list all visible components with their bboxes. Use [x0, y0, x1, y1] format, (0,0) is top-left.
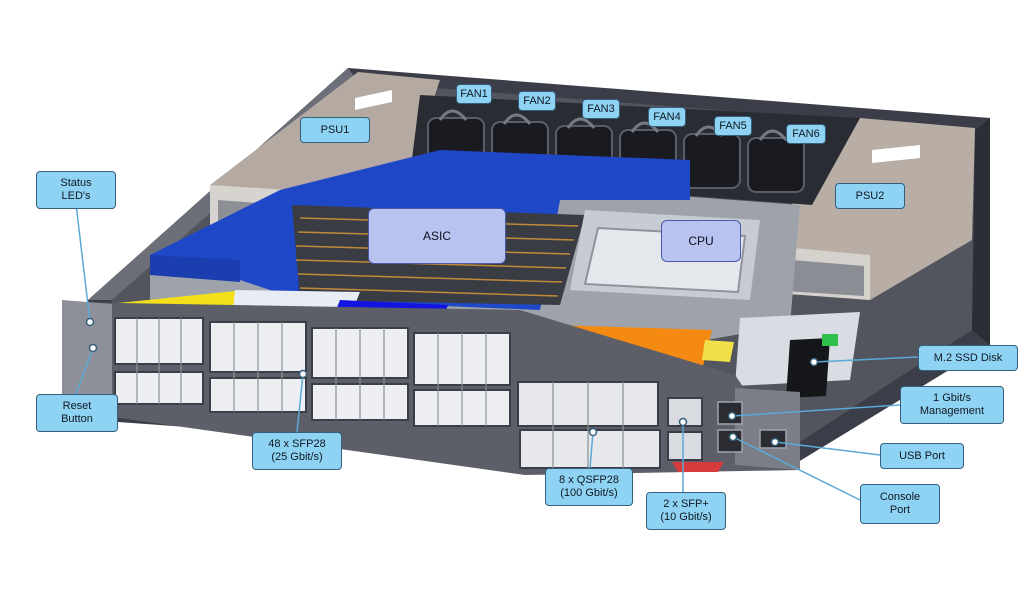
reset-button-callout: Reset Button	[36, 394, 118, 432]
fan2-label: FAN2	[518, 91, 556, 111]
callout-leaders	[75, 203, 919, 501]
fan5-label: FAN5	[714, 116, 752, 136]
asic-label: ASIC	[368, 208, 506, 264]
usb-port-callout: USB Port	[880, 443, 964, 469]
sfp-plus-ports	[667, 397, 703, 461]
ssd-area	[735, 312, 860, 398]
qsfp28-ports	[517, 381, 661, 469]
fan4-label: FAN4	[648, 107, 686, 127]
fan3-label: FAN3	[582, 99, 620, 119]
management-callout: 1 Gbit/s Management	[900, 386, 1004, 424]
sfp28-callout: 48 x SFP28 (25 Gbit/s)	[252, 432, 342, 470]
psu1-label: PSU1	[300, 117, 370, 143]
sfp-plus-callout: 2 x SFP+ (10 Gbit/s)	[646, 492, 726, 530]
fan6-label: FAN6	[786, 124, 826, 144]
qsfp28-callout: 8 x QSFP28 (100 Gbit/s)	[545, 468, 633, 506]
console-port-callout: Console Port	[860, 484, 940, 524]
m2-ssd-callout: M.2 SSD Disk	[918, 345, 1018, 371]
fan1-label: FAN1	[456, 84, 492, 104]
status-leds-callout: Status LED's	[36, 171, 116, 209]
psu2-label: PSU2	[835, 183, 905, 209]
cpu-label: CPU	[661, 220, 741, 262]
